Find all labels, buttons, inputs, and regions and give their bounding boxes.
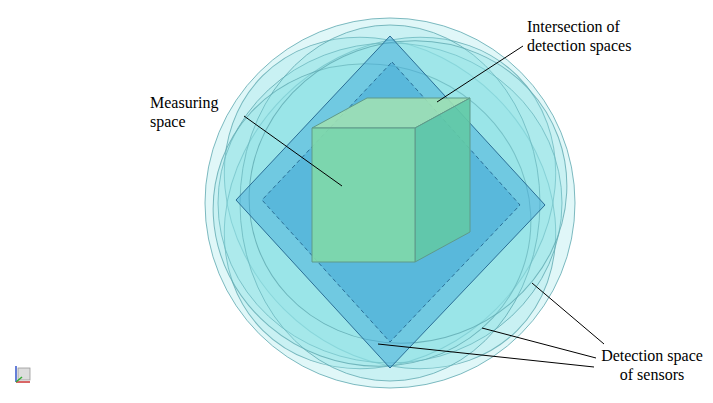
cube-front: [312, 128, 415, 262]
intersection-inner: [262, 62, 520, 342]
intersection-diamond: [236, 36, 545, 368]
detection-sphere: [206, 0, 609, 388]
callout-label: Detection space of sensors: [598, 346, 706, 384]
cube-side: [415, 98, 470, 262]
callout-label: Intersection of detection spaces: [527, 17, 657, 55]
axis-icon: [16, 366, 30, 382]
leader-line: [378, 344, 594, 367]
leader-line: [244, 116, 342, 186]
detection-sphere: [205, 18, 575, 388]
leader-line: [437, 46, 523, 102]
leader-line: [532, 283, 604, 344]
detection-sphere: [157, 0, 624, 403]
detection-sphere: [157, 0, 624, 403]
callout-label: Measuring space: [150, 93, 242, 131]
leader-line: [482, 328, 596, 358]
